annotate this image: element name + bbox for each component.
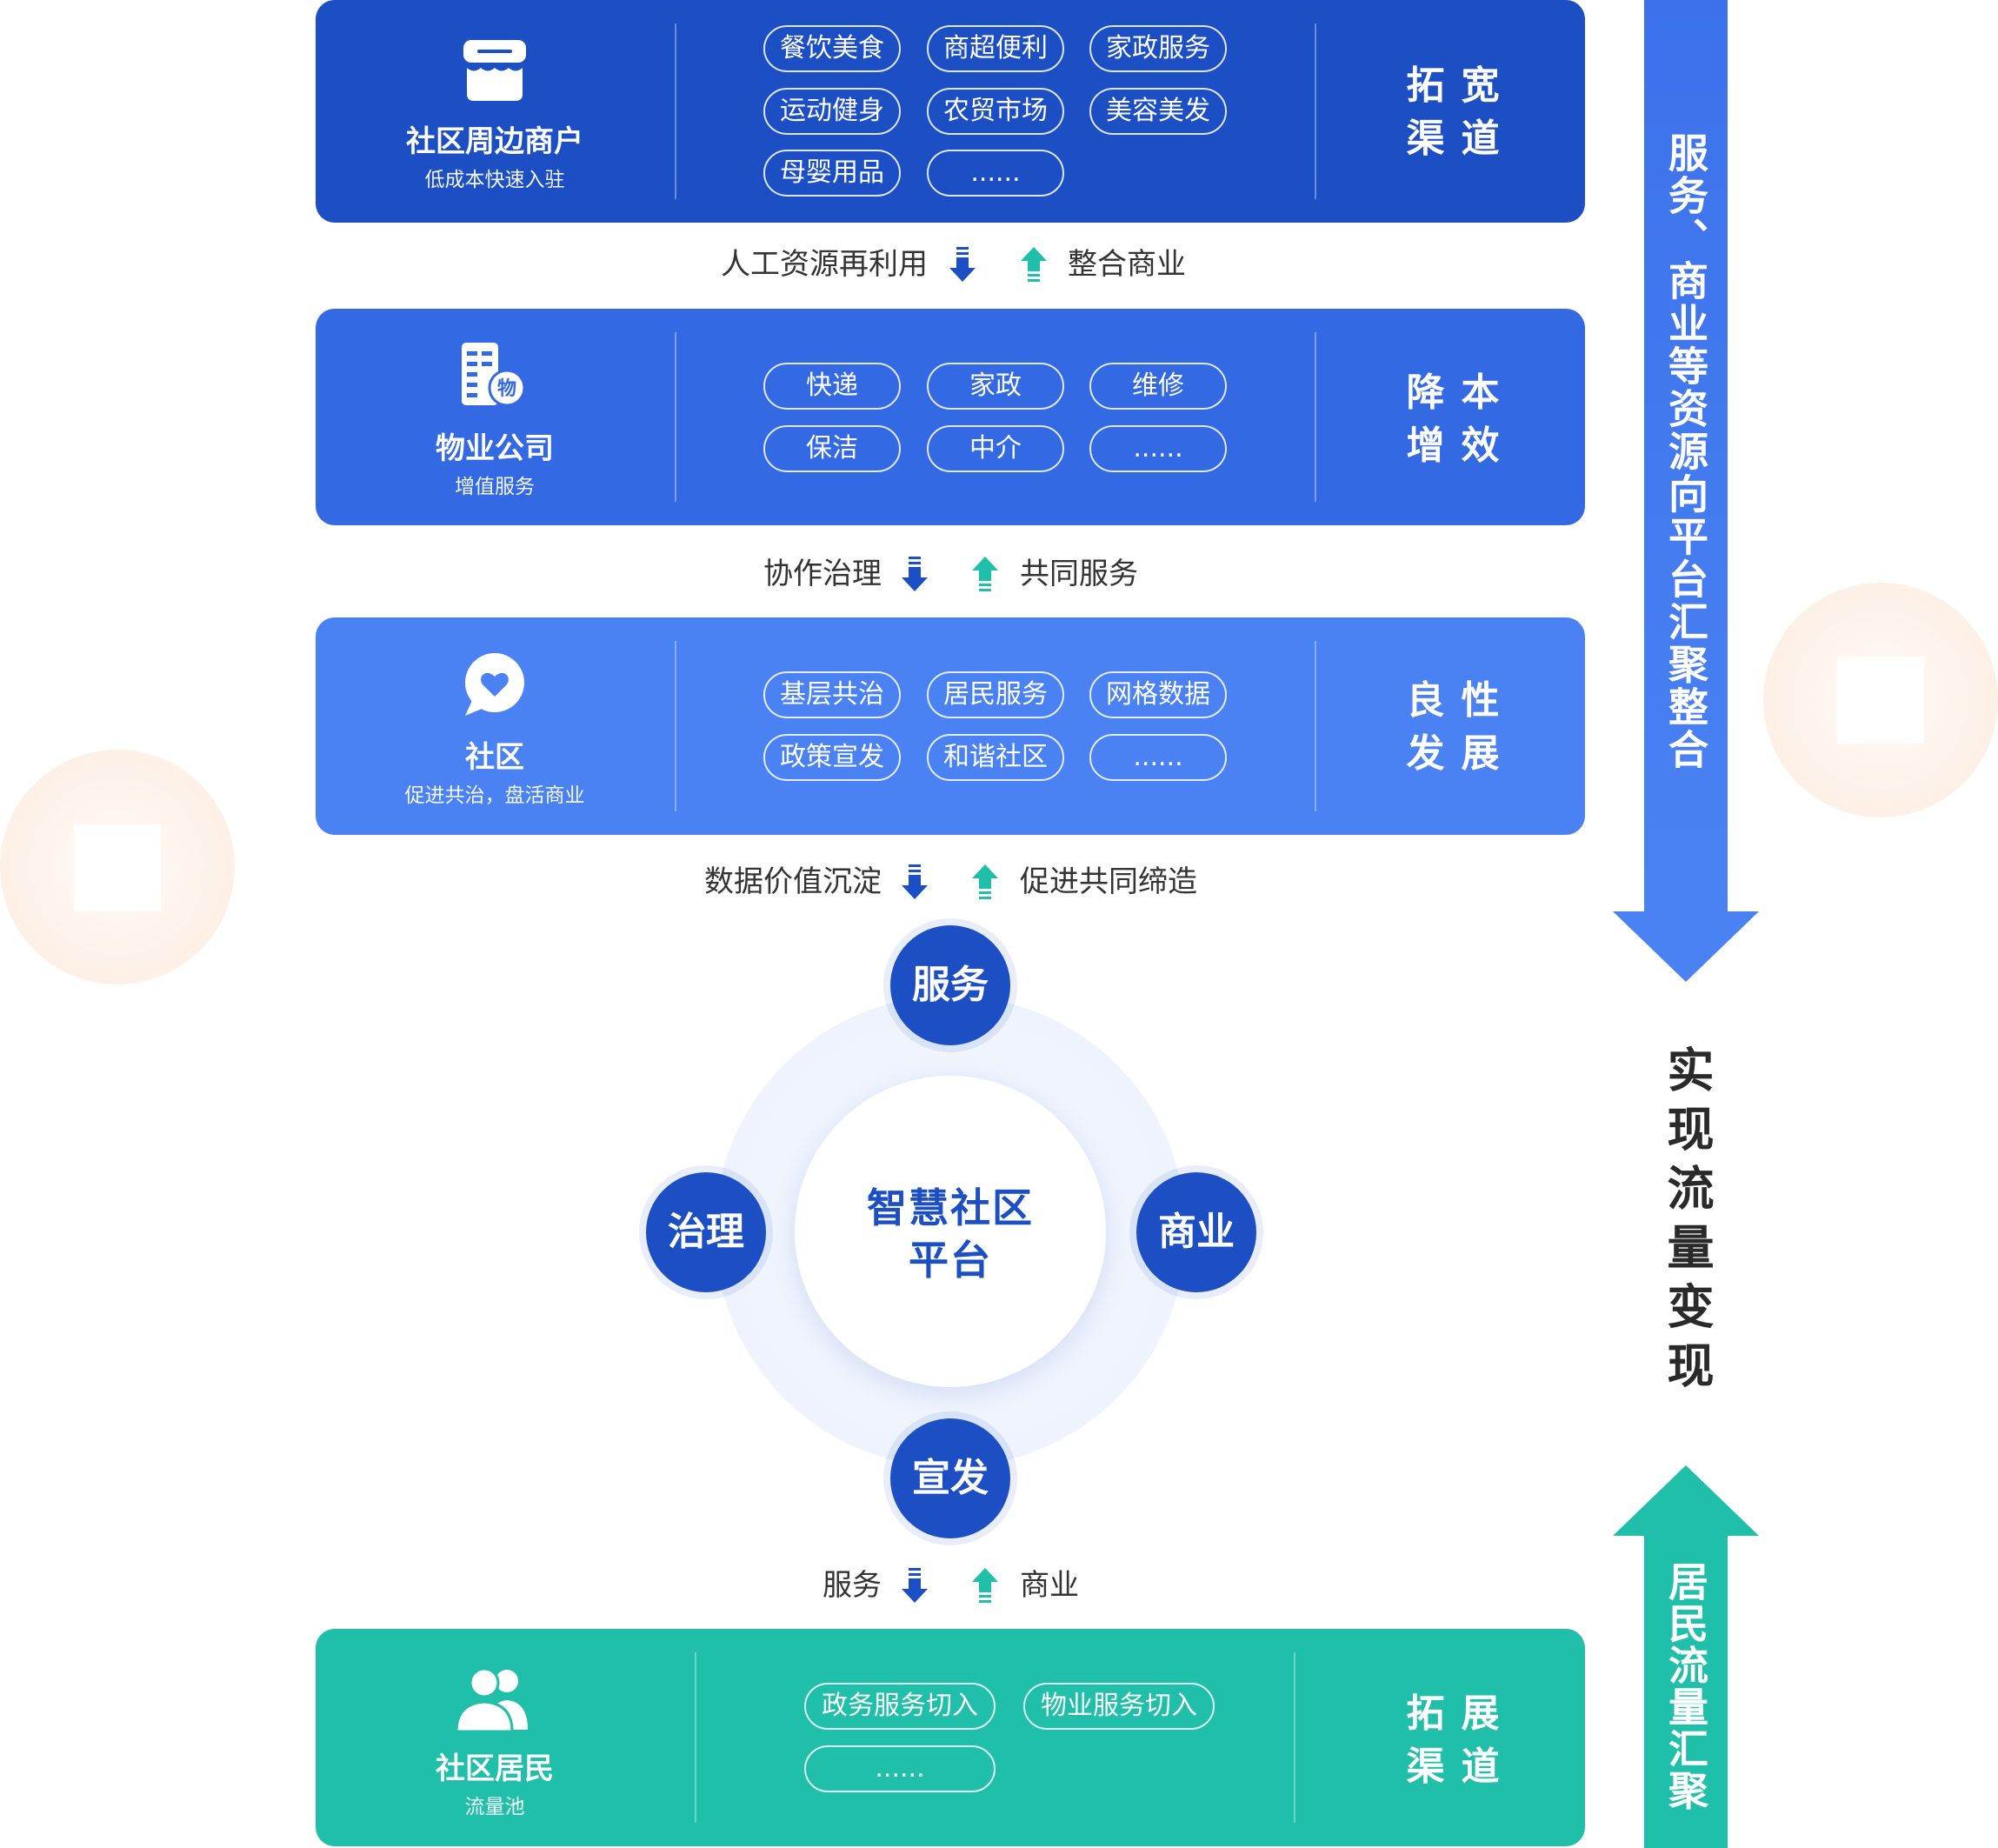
storefront-icon [463,40,526,101]
connector-down-label: 协作治理 [763,557,882,591]
side-text-line: 发展 [1406,731,1516,776]
panel-title: 社区 [465,740,524,775]
community-panel: 社区 促进共治，盘活商业 基层共治 居民服务 网格数据 政策宣发 和谐社区 ..… [316,617,1585,835]
divider [675,23,676,199]
up-arrow-icon [1021,247,1047,282]
side-text-line: 拓宽 [1406,63,1516,108]
monetization-text: 实现流量变现 [1659,1045,1714,1400]
down-arrow-icon [902,1568,928,1603]
tag-pill: 保洁 [763,425,901,472]
up-arrow-icon [972,557,998,591]
down-arrowhead-icon [1613,911,1759,982]
tag-pill: 和谐社区 [927,734,1064,781]
down-arrow-icon [949,247,976,282]
panel-subtitle: 低成本快速入驻 [424,169,565,191]
down-arrow-icon [902,557,928,591]
property-company-panel: 物 物业公司 增值服务 快递 家政 维修 保洁 中介 ...... 降本 增效 [316,309,1585,525]
platform-title: 智慧社区 平台 [795,1182,1106,1286]
side-text-line: 渠道 [1406,117,1516,161]
divider [1315,23,1316,199]
panel-side-text: 良性 发展 [1366,674,1540,780]
platform-core [795,1076,1106,1387]
side-text-line: 拓展 [1406,1691,1516,1736]
tag-pill: 网格数据 [1089,671,1227,718]
up-arrow-icon [972,1568,998,1603]
tag-pill: ...... [1089,425,1227,472]
tag-pill: ...... [927,150,1064,197]
panel-subtitle: 增值服务 [455,476,535,498]
divider [675,641,676,811]
connector-down-label: 人工资源再利用 [721,247,928,282]
merchants-panel: 社区周边商户 低成本快速入驻 餐饮美食 商超便利 家政服务 运动健身 农贸市场 … [316,0,1585,223]
divider [1294,1652,1295,1823]
node-publicity: 宣发 [890,1418,1010,1538]
resident-flow-text: 居民流量汇聚 [1662,1561,1709,1811]
platform-title-line: 智慧社区 [867,1184,1034,1231]
tag-pill: 政策宣发 [763,734,901,781]
tag-pill: 中介 [927,425,1064,472]
panel-title: 物业公司 [436,431,554,466]
connector-up-label: 整合商业 [1068,247,1186,282]
tag-pill: 家政服务 [1089,25,1227,72]
tag-pill: 物业服务切入 [1023,1683,1215,1730]
connector-up-label: 商业 [1020,1568,1079,1603]
node-service: 服务 [890,925,1010,1045]
tag-pill: 政务服务切入 [804,1683,996,1730]
divider [1315,332,1316,502]
heart-chat-icon [465,653,524,716]
tag-pill: 母婴用品 [763,150,901,197]
panel-title: 社区周边商户 [406,124,583,159]
connector-up-label: 共同服务 [1020,557,1138,591]
divider [675,332,676,502]
resource-flow-arrow-shaft [1644,0,1728,912]
building-icon: 物 [462,343,526,407]
side-text-line: 增效 [1406,424,1516,468]
decorative-square-left [74,824,161,911]
tag-pill: ...... [1089,734,1227,781]
residents-panel: 社区居民 流量池 政务服务切入 物业服务切入 ...... 拓展 渠道 [316,1629,1585,1846]
resident-flow-arrow-shaft [1644,1535,1728,1848]
tag-pill: 农贸市场 [927,88,1064,135]
resource-flow-text: 服务、商业等资源向平台汇聚整合 [1662,132,1709,771]
tag-pill: 运动健身 [763,88,901,135]
node-governance: 治理 [646,1172,766,1292]
panel-subtitle: 流量池 [464,1796,525,1818]
up-arrow-icon [972,864,998,899]
connector-down-label: 服务 [823,1568,882,1603]
panel-side-text: 拓展 渠道 [1366,1687,1540,1793]
connector-up-label: 促进共同缔造 [1020,864,1197,899]
tag-pill: 快递 [763,363,901,410]
panel-subtitle: 促进共治，盘活商业 [404,784,585,807]
panel-side-text: 降本 增效 [1366,366,1540,472]
side-text-line: 降本 [1406,370,1516,415]
node-commerce: 商业 [1136,1172,1256,1292]
divider [1315,641,1316,811]
panel-title: 社区居民 [436,1751,554,1786]
tag-pill: 美容美发 [1089,88,1227,135]
tag-pill: 维修 [1089,363,1227,410]
decorative-square-right [1837,657,1924,744]
platform-title-line: 平台 [909,1237,992,1284]
down-arrow-icon [902,864,928,899]
divider [695,1652,696,1823]
tag-pill: ...... [804,1745,996,1792]
residents-icon [455,1667,528,1731]
tag-pill: 居民服务 [927,671,1064,718]
side-text-line: 渠道 [1406,1745,1516,1789]
panel-side-text: 拓宽 渠道 [1366,59,1540,165]
tag-pill: 基层共治 [763,671,901,718]
tag-pill: 商超便利 [927,25,1064,72]
side-text-line: 良性 [1406,678,1516,723]
tag-pill: 餐饮美食 [763,25,901,72]
up-arrowhead-icon [1613,1465,1759,1536]
connector-down-label: 数据价值沉淀 [704,864,882,899]
tag-pill: 家政 [927,363,1064,410]
building-icon-badge: 物 [497,377,516,400]
